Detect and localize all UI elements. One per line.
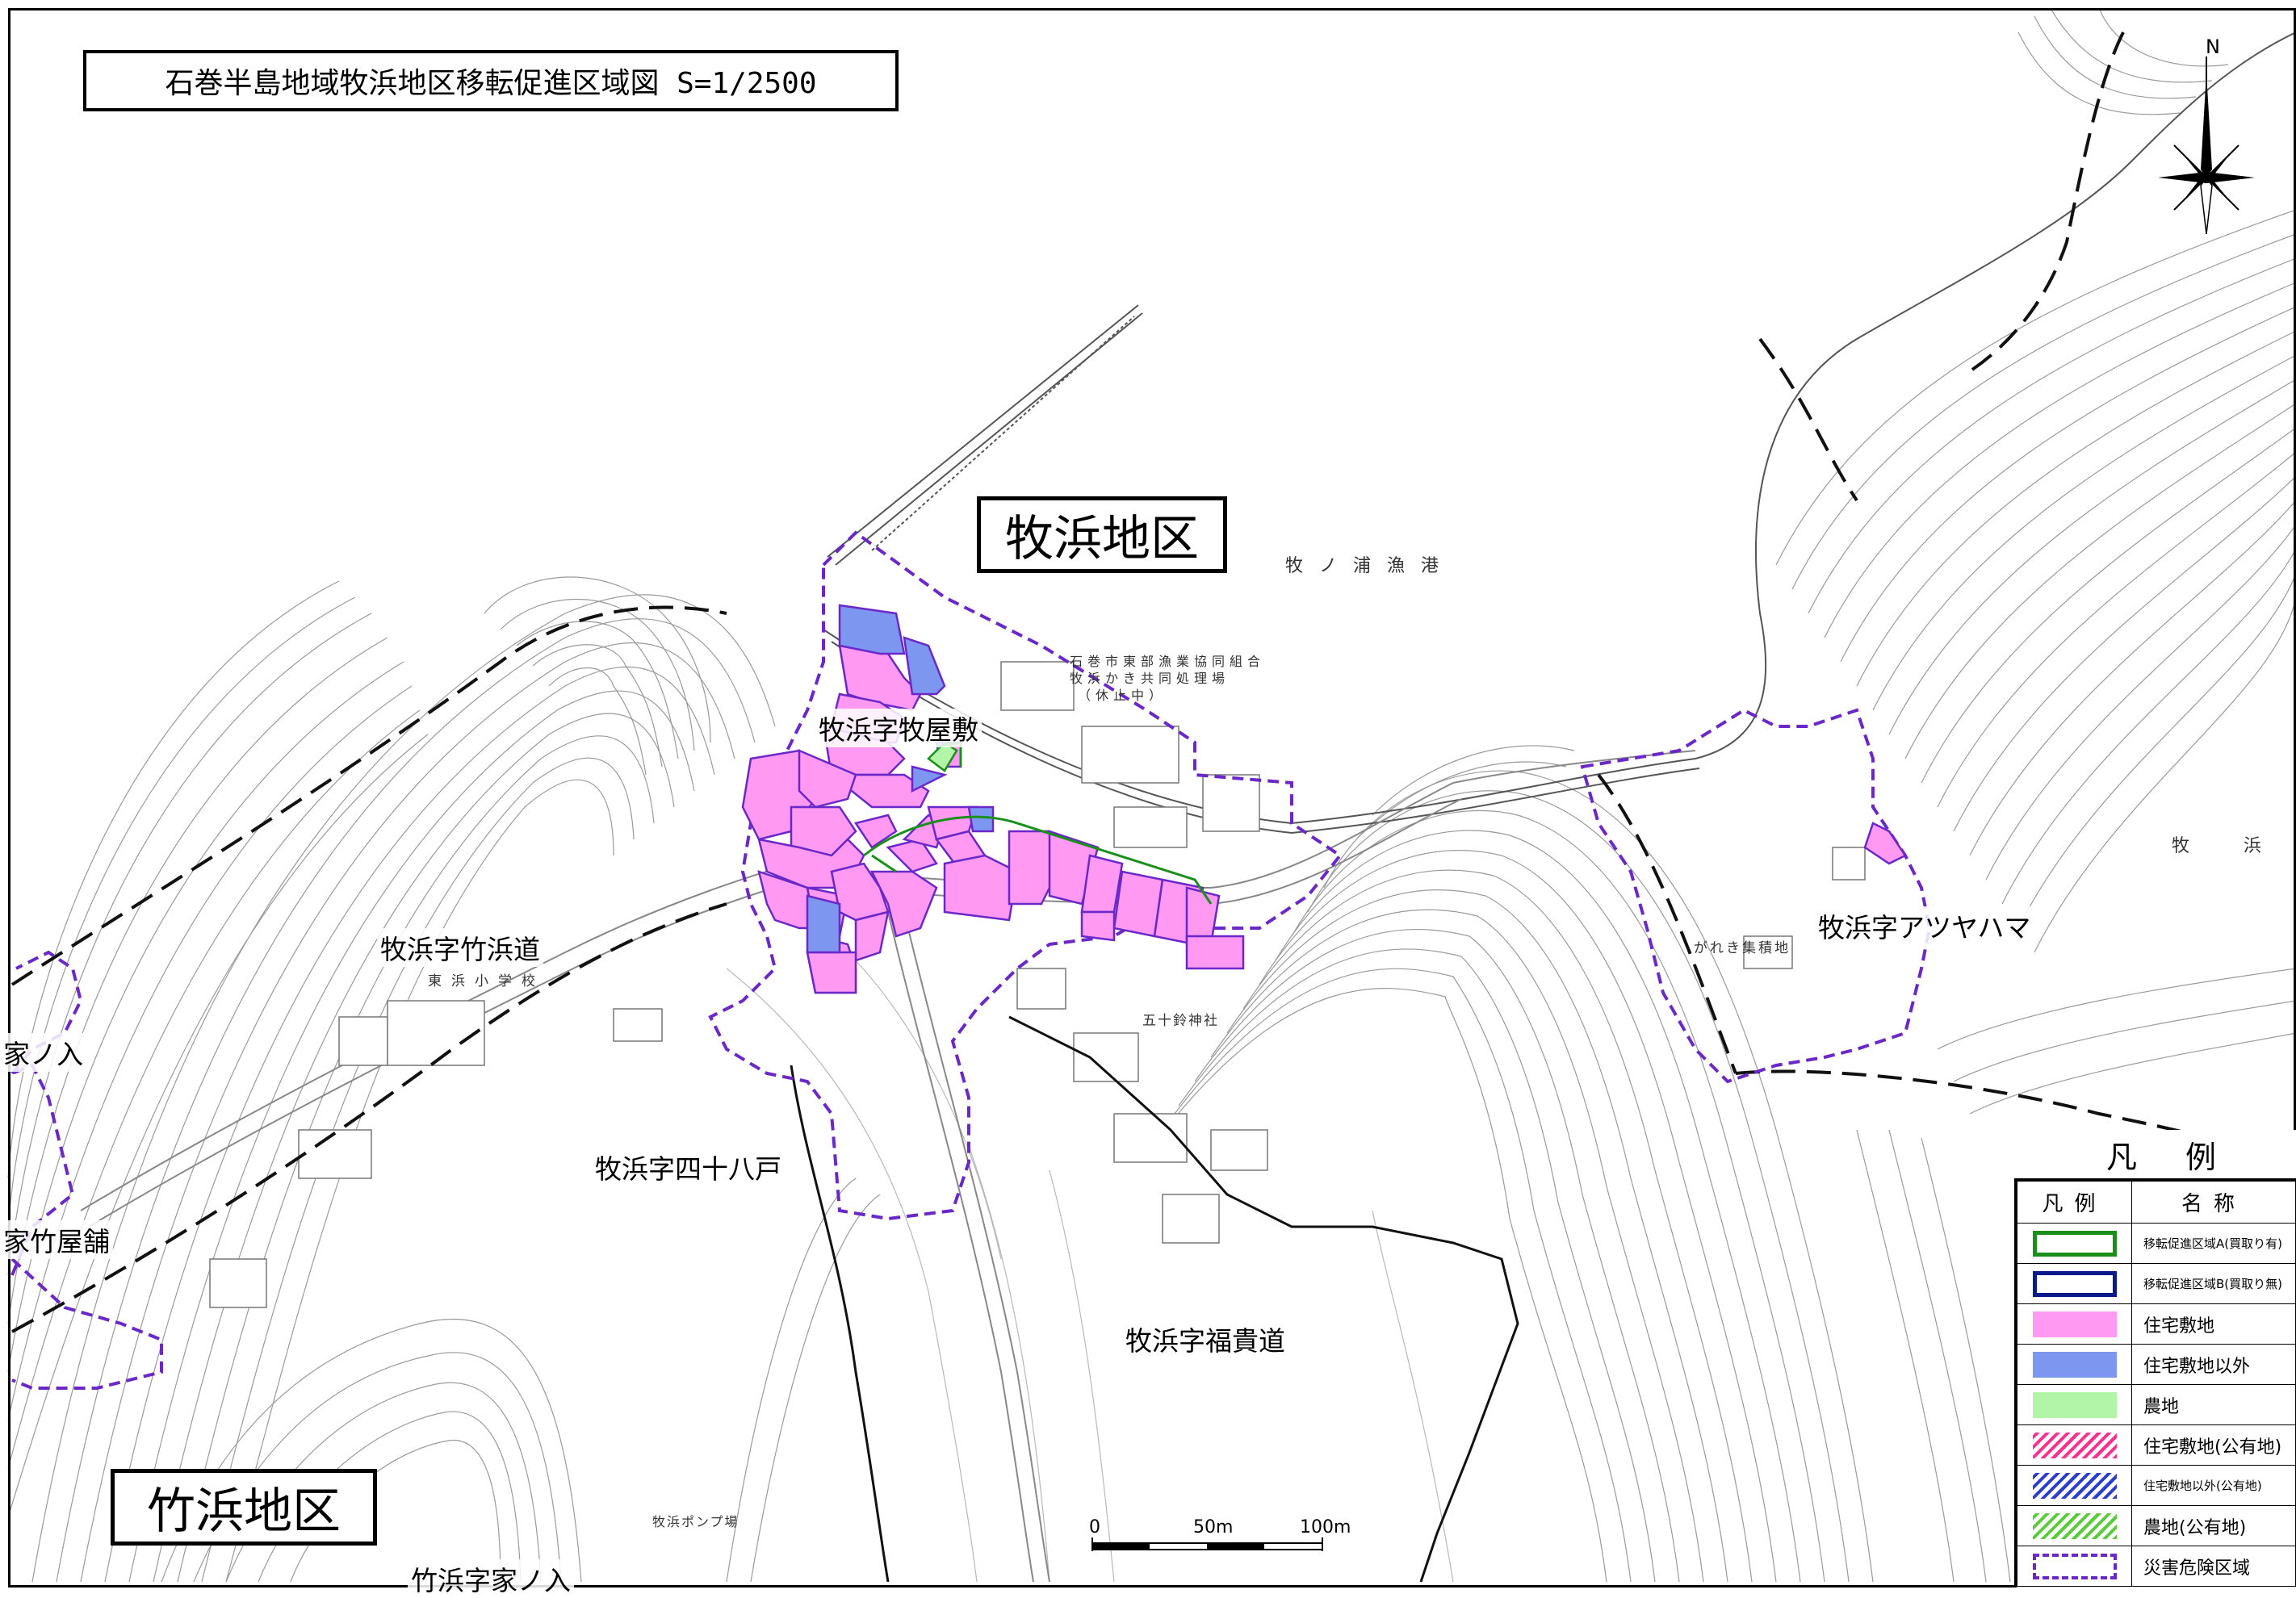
district-label-takehama: 竹浜地区 bbox=[111, 1469, 377, 1546]
parcel-residential bbox=[798, 749, 857, 809]
legend-swatch bbox=[2032, 1230, 2117, 1257]
legend-header-name: 名称 bbox=[2131, 1181, 2296, 1224]
parcel-residential bbox=[1863, 822, 1907, 865]
place-takehamamichi: 牧浜字竹浜道 bbox=[377, 928, 543, 967]
legend-rows: 移転促進区域A(買取り有)移転促進区域B(買取り無)住宅敷地住宅敷地以外農地住宅… bbox=[2017, 1223, 2296, 1587]
scale-bar bbox=[1088, 1517, 1347, 1566]
legend-swatch bbox=[2032, 1311, 2117, 1337]
parcel-residential bbox=[886, 838, 938, 873]
legend-header-row: 凡例 名称 bbox=[2017, 1181, 2296, 1224]
parcel-non-residential bbox=[911, 765, 948, 793]
map-frame bbox=[8, 8, 2296, 1588]
legend-swatch-cell bbox=[2017, 1223, 2132, 1264]
parcel-residential bbox=[838, 644, 922, 712]
parcels-residential bbox=[741, 644, 1907, 994]
legend-swatch bbox=[2032, 1553, 2117, 1579]
legend-swatch-cell bbox=[2017, 1263, 2132, 1304]
note-shrine: 五十鈴神社 bbox=[1142, 1013, 1219, 1029]
legend-item-name: 移転促進区域A(買取り有) bbox=[2131, 1223, 2296, 1264]
legend-swatch-cell bbox=[2017, 1303, 2132, 1345]
legend-item-name: 住宅敷地以外(公有地) bbox=[2131, 1465, 2296, 1506]
parcel-non-residential bbox=[838, 604, 906, 655]
parcel-residential bbox=[1080, 910, 1116, 942]
note-cooperative-1: 石巻市東部漁業協同組合 bbox=[1070, 654, 1266, 669]
legend-row: 移転促進区域A(買取り有) bbox=[2017, 1223, 2296, 1264]
legend-panel: 凡例 名称 移転促進区域A(買取り有)移転促進区域B(買取り無)住宅敷地住宅敷地… bbox=[2014, 1178, 2296, 1588]
legend-item-name: 住宅敷地 bbox=[2131, 1303, 2296, 1345]
legend-item-name: 農地(公有地) bbox=[2131, 1505, 2296, 1546]
legend-row: 住宅敷地以外(公有地) bbox=[2017, 1465, 2296, 1506]
place-ienoiri-edge: 家ノ入 bbox=[0, 1033, 86, 1072]
parcel-agricultural bbox=[927, 741, 958, 772]
admin-boundaries-solid bbox=[790, 1015, 1519, 1583]
district-label-makihama: 牧浜地区 bbox=[977, 496, 1227, 573]
contour-left-hill bbox=[7, 576, 776, 1583]
parcel-residential bbox=[1185, 935, 1245, 970]
legend-swatch bbox=[2032, 1391, 2117, 1418]
place-takeyaho-edge: 家竹屋舗 bbox=[0, 1220, 113, 1259]
note-pump: 牧浜ポンプ場 bbox=[652, 1514, 739, 1529]
legend-row: 農地 bbox=[2017, 1384, 2296, 1425]
place-fukukidou: 牧浜字福貴道 bbox=[1122, 1320, 1288, 1358]
scale-zero: 0 bbox=[1089, 1517, 1100, 1537]
scale-mid: 50m bbox=[1193, 1517, 1234, 1537]
legend-swatch bbox=[2032, 1351, 2117, 1378]
place-takehama-ienoiri: 竹浜字家ノ入 bbox=[408, 1559, 574, 1598]
parcels-agricultural bbox=[927, 741, 958, 772]
legend-swatch-cell bbox=[2017, 1465, 2132, 1506]
compass-rose-icon bbox=[2158, 56, 2255, 234]
note-school: 東浜小学校 bbox=[428, 973, 545, 989]
note-harbor: 牧ノ浦漁港 bbox=[1285, 556, 1456, 576]
legend-swatch bbox=[2032, 1432, 2117, 1458]
legend-header-symbol: 凡例 bbox=[2017, 1181, 2132, 1224]
place-shijuhachinohe: 牧浜字四十八戸 bbox=[592, 1148, 785, 1186]
legend-swatch-cell bbox=[2017, 1505, 2132, 1546]
parcel-residential bbox=[869, 870, 938, 938]
legend-swatch-cell bbox=[2017, 1424, 2132, 1466]
scale-end: 100m bbox=[1300, 1517, 1351, 1537]
legend-item-name: 災害危険区域 bbox=[2131, 1546, 2296, 1587]
scale-bar-graphic bbox=[1091, 1537, 1323, 1551]
legend-title: 凡例 bbox=[2026, 1130, 2296, 1178]
legend-item-name: 住宅敷地(公有地) bbox=[2131, 1424, 2296, 1466]
legend-swatch bbox=[2032, 1512, 2117, 1539]
parcels-non-residential bbox=[806, 604, 995, 954]
legend-row: 移転促進区域B(買取り無) bbox=[2017, 1263, 2296, 1304]
legend-swatch-cell bbox=[2017, 1344, 2132, 1385]
note-edge-hama: 牧 浜 bbox=[2172, 836, 2286, 856]
legend-row: 住宅敷地(公有地) bbox=[2017, 1424, 2296, 1466]
map-title: 石巻半島地域牧浜地区移転促進区域図 S=1/2500 bbox=[83, 50, 899, 111]
contour-lines bbox=[7, 7, 2296, 1583]
compass-north-label: N bbox=[2206, 36, 2220, 58]
legend-row: 住宅敷地 bbox=[2017, 1303, 2296, 1345]
parcel-residential bbox=[853, 814, 898, 849]
contour-center-mountain bbox=[1146, 745, 1874, 1583]
legend-row: 災害危険区域 bbox=[2017, 1546, 2296, 1587]
legend-item-name: 農地 bbox=[2131, 1384, 2296, 1425]
place-makiyashiki: 牧浜字牧屋敷 bbox=[815, 709, 982, 747]
note-cooperative-2: 牧浜かき共同処理場 bbox=[1070, 671, 1230, 686]
contour-right-hills bbox=[1775, 7, 2296, 1583]
legend-table: 凡例 名称 移転促進区域A(買取り有)移転促進区域B(買取り無)住宅敷地住宅敷地… bbox=[2017, 1181, 2296, 1587]
legend-row: 農地(公有地) bbox=[2017, 1505, 2296, 1546]
legend-item-name: 移転促進区域B(買取り無) bbox=[2131, 1263, 2296, 1304]
legend-row: 住宅敷地以外 bbox=[2017, 1344, 2296, 1385]
legend-item-name: 住宅敷地以外 bbox=[2131, 1344, 2296, 1385]
parcel-residential bbox=[828, 773, 930, 809]
parcel-non-residential bbox=[903, 636, 946, 696]
place-atsuyahama: 牧浜字アツヤハマ bbox=[1815, 906, 2034, 945]
legend-swatch-cell bbox=[2017, 1546, 2132, 1587]
buildings bbox=[209, 661, 1866, 1308]
parcel-non-residential bbox=[967, 805, 995, 833]
note-cooperative-3: （休止中） bbox=[1078, 688, 1167, 703]
note-rubble: がれき集積地 bbox=[1694, 940, 1791, 956]
parcel-non-residential bbox=[806, 894, 841, 954]
legend-swatch-cell bbox=[2017, 1384, 2132, 1425]
legend-swatch bbox=[2032, 1270, 2117, 1297]
contour-village bbox=[726, 952, 1454, 1583]
legend-swatch bbox=[2032, 1472, 2117, 1499]
pier bbox=[827, 304, 1143, 566]
parcel-residential bbox=[854, 910, 890, 962]
